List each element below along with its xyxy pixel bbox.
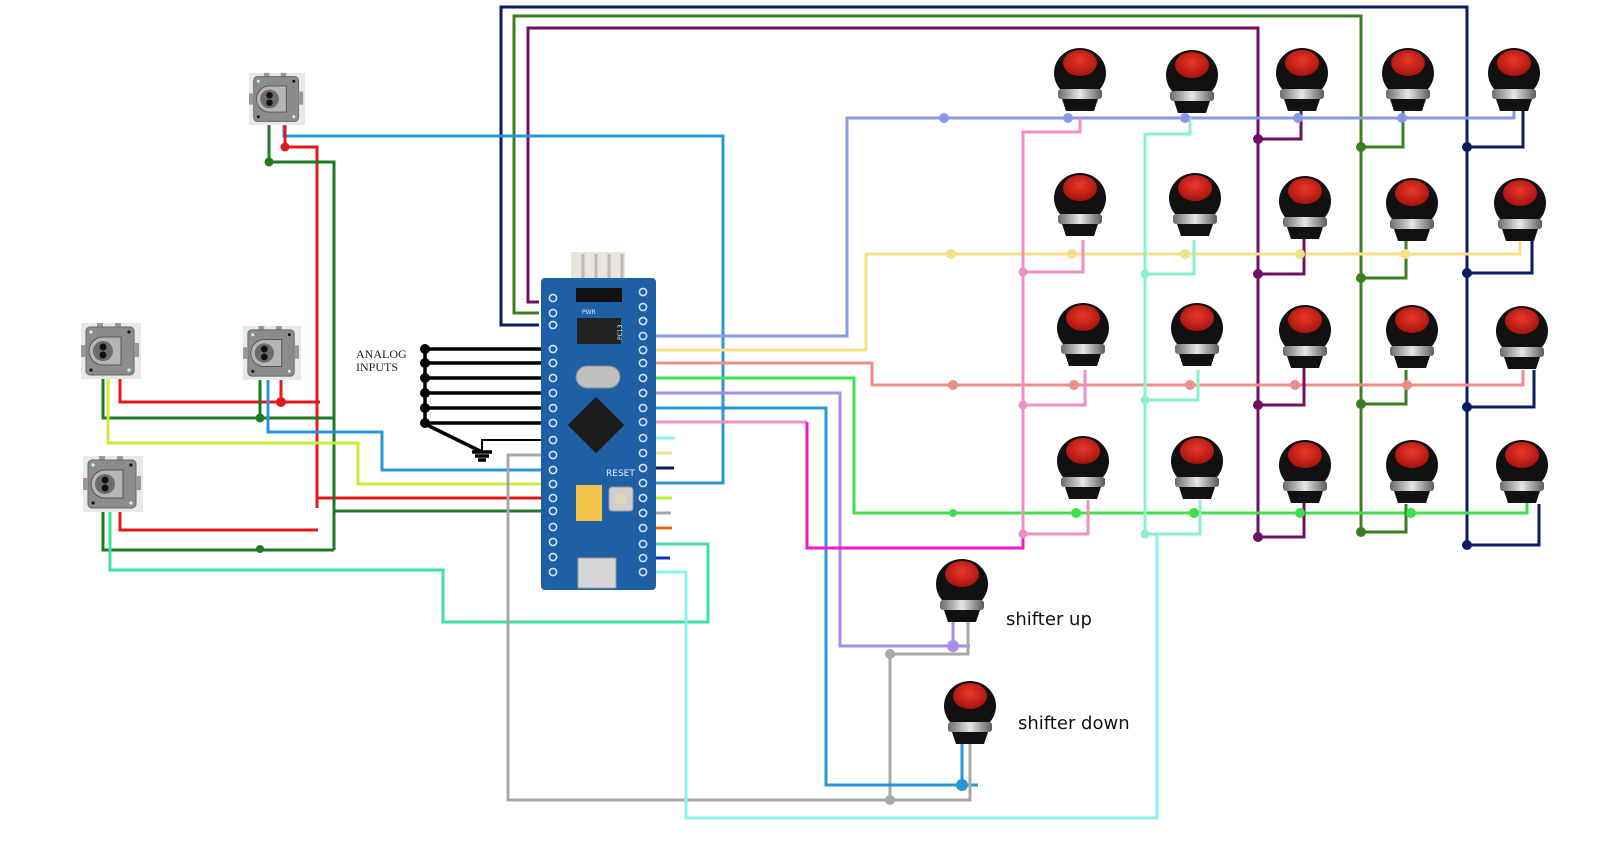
- matrix-button-r3c2[interactable]: [1171, 303, 1223, 366]
- shifter-down-button[interactable]: [944, 681, 996, 744]
- matrix-button-r2c3[interactable]: [1279, 176, 1331, 239]
- matrix-button-r4c5[interactable]: [1496, 440, 1548, 503]
- matrix-button-r2c2[interactable]: [1169, 173, 1221, 236]
- wire-blue-encoder1: [282, 124, 725, 485]
- wire-mint-encoder4: [108, 510, 710, 624]
- wire-yellow-row2: [643, 240, 1522, 352]
- matrix-button-r1c1[interactable]: [1054, 48, 1106, 111]
- board-pwr-label: PWR: [582, 309, 596, 316]
- wire-blue-encoder3: [266, 375, 546, 472]
- analog-inputs-label-line1: ANALOG: [356, 347, 407, 361]
- shifter-up-label: shifter up: [1006, 609, 1092, 630]
- wire-blue-shifter-down: [643, 406, 978, 787]
- matrix-button-r2c4[interactable]: [1386, 178, 1438, 241]
- wire-pink-column1: [1021, 118, 1090, 536]
- junction-dots-left: [255, 142, 290, 553]
- wire-mint-column2: [1143, 118, 1202, 536]
- wire-green-row4: [643, 376, 1529, 515]
- wire-olive-column-bus: [512, 14, 1363, 532]
- wire-black-gnd: [481, 439, 546, 452]
- rotary-encoder-3: [243, 326, 301, 380]
- matrix-button-r2c1[interactable]: [1054, 173, 1106, 236]
- wire-magenta-column1: [805, 422, 1025, 550]
- wire-purple-column-bus: [526, 26, 1260, 537]
- matrix-button-r4c4[interactable]: [1386, 440, 1438, 503]
- analog-inputs-label: ANALOG INPUTS: [356, 348, 407, 374]
- wire-darkgreen-gnd: [101, 124, 546, 552]
- wire-navy-column5: [1467, 110, 1541, 547]
- analog-inputs-bus: [423, 347, 546, 462]
- matrix-button-r3c3[interactable]: [1279, 305, 1331, 368]
- matrix-button-r1c5[interactable]: [1488, 48, 1540, 111]
- matrix-button-r3c5[interactable]: [1496, 306, 1548, 369]
- shifter-legs: [951, 620, 972, 800]
- stm32-board: RESET PWR PC13: [541, 252, 656, 590]
- rotary-encoder-1: [249, 72, 305, 126]
- wire-lime-encoder2: [106, 375, 546, 486]
- matrix-button-r2c5[interactable]: [1494, 178, 1546, 241]
- shifter-down-label: shifter down: [1018, 713, 1130, 734]
- shifter-up-button[interactable]: [936, 559, 988, 622]
- analog-inputs-label-line2: INPUTS: [356, 360, 399, 374]
- matrix-button-r3c1[interactable]: [1057, 303, 1109, 366]
- wire-periwinkle-row1: [643, 110, 1516, 338]
- matrix-button-r1c3[interactable]: [1276, 48, 1328, 111]
- matrix-button-r4c1[interactable]: [1057, 436, 1109, 499]
- wire-navy-column-bus: [499, 5, 1469, 545]
- matrix-button-r1c2[interactable]: [1166, 50, 1218, 113]
- matrix-button-r4c3[interactable]: [1279, 440, 1331, 503]
- wire-lavender-shifter-up: [643, 391, 970, 648]
- rotary-encoder-4: [83, 456, 143, 512]
- matrix-button-r4c2[interactable]: [1171, 436, 1223, 499]
- matrix-button-r3c4[interactable]: [1386, 305, 1438, 368]
- board-pc13-label: PC13: [617, 324, 624, 340]
- matrix-button-r1c4[interactable]: [1382, 48, 1434, 111]
- board-reset-label: RESET: [606, 469, 635, 479]
- rotary-encoder-2: [81, 323, 141, 379]
- wire-cyan-column2: [643, 534, 1159, 820]
- analog-input-dots: [420, 344, 430, 428]
- wire-salmon-row3: [643, 361, 1525, 387]
